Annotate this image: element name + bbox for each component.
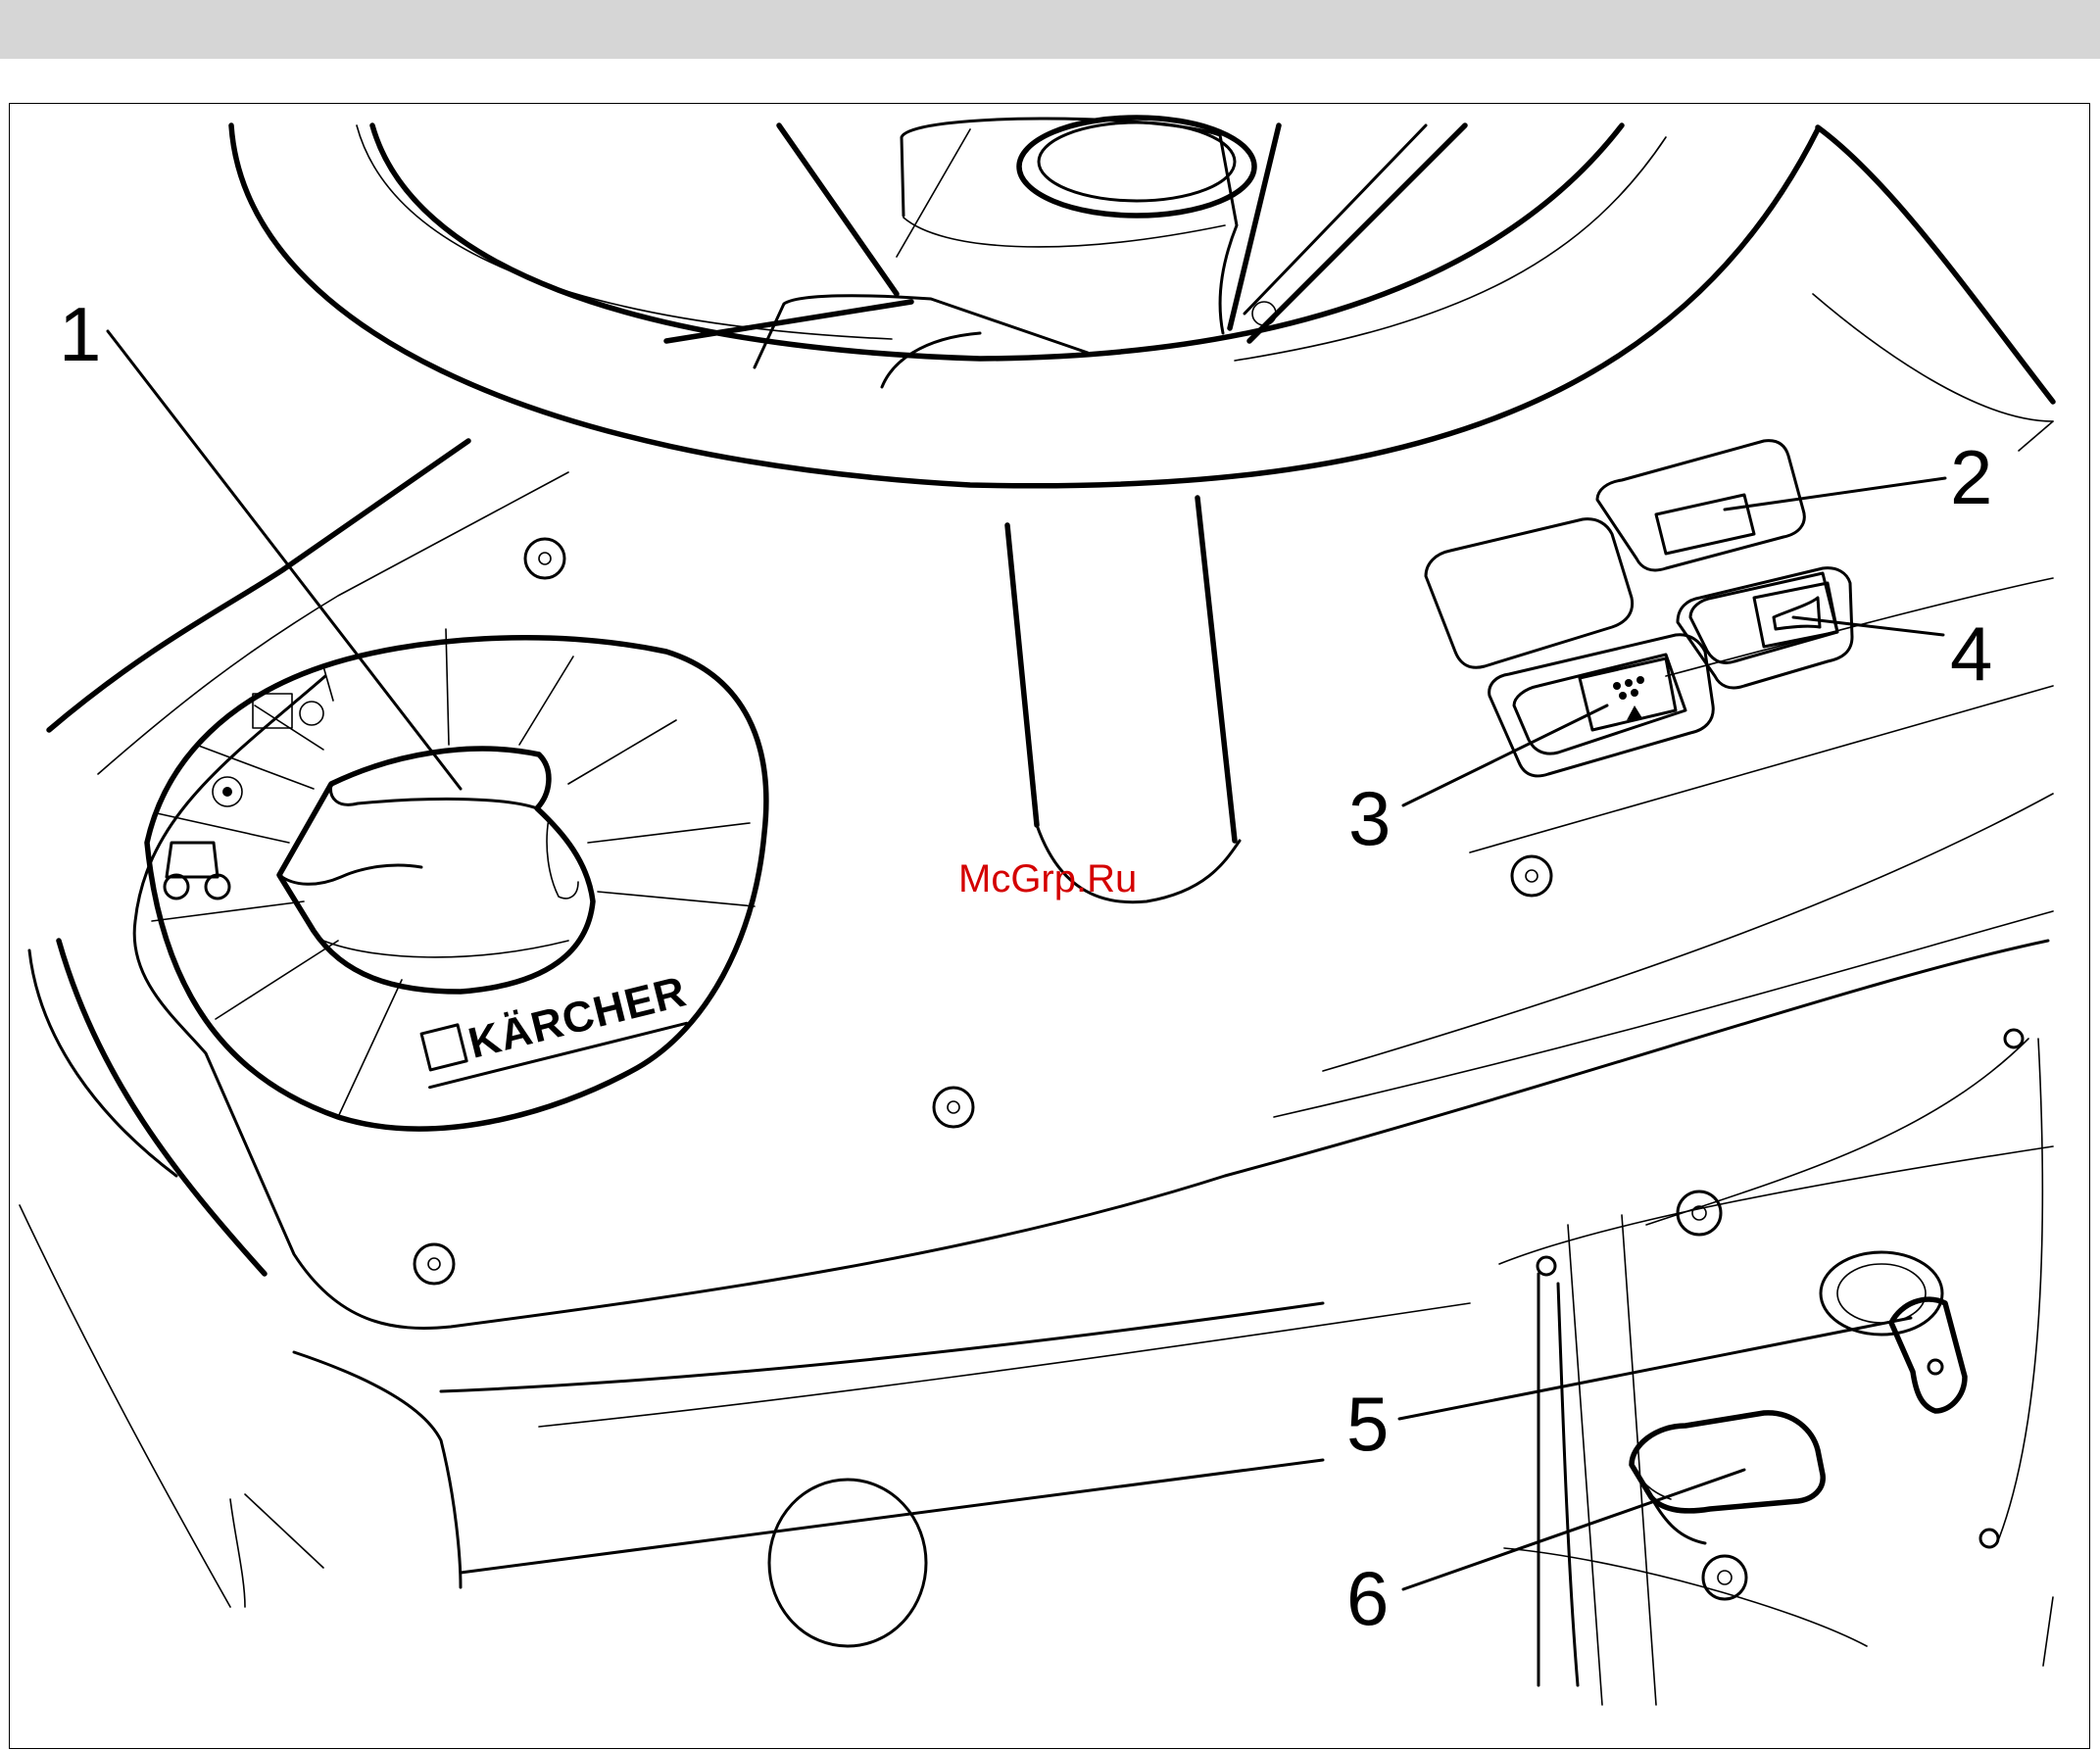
pedal-lever[interactable] <box>1632 1413 1823 1543</box>
column-post <box>1007 498 1240 902</box>
selector-dial <box>147 629 766 1129</box>
lower-panel <box>1499 1030 2053 1705</box>
display-button[interactable] <box>1597 441 1804 570</box>
filter-shake-icon <box>1592 658 1666 674</box>
callout-5: 5 <box>1346 1381 1389 1467</box>
horn-button[interactable] <box>1678 568 1852 688</box>
callout-3: 3 <box>1348 775 1391 861</box>
callout-4: 4 <box>1950 610 1992 697</box>
button-cluster <box>1426 441 1852 776</box>
callout-1: 1 <box>59 291 101 377</box>
callout-2: 2 <box>1950 434 1992 520</box>
watermark-text: McGrp.Ru <box>958 857 1137 900</box>
horn-icon <box>1774 598 1820 629</box>
brush-icon <box>300 702 323 725</box>
callout-6: 6 <box>1346 1555 1389 1641</box>
brand-logo: KÄRCHER <box>416 967 694 1087</box>
selector-knob <box>279 749 593 992</box>
drive-mode-icon <box>165 843 229 899</box>
